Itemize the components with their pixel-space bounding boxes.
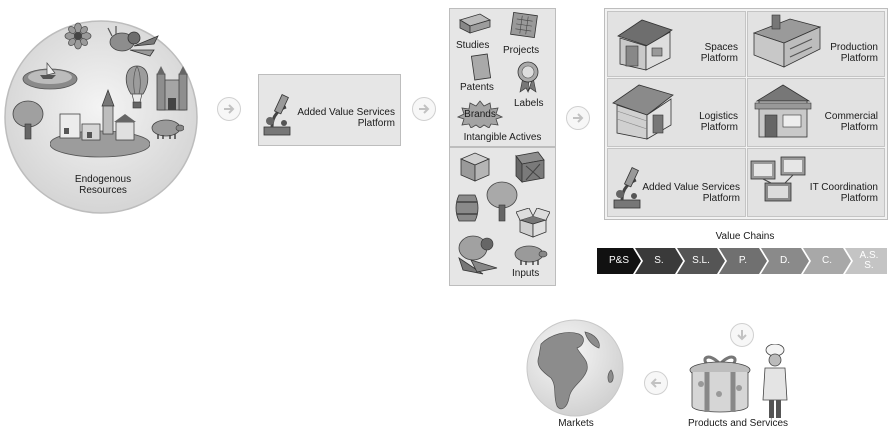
package-box-icon [459,151,491,188]
value-chain-step-label: P. [738,255,748,266]
production-label-line2: Platform [840,53,878,64]
intangible-actives-label: Intangible Actives [463,132,542,143]
microscope-icon [610,166,644,215]
value-chain-step-label: P&S [608,255,629,266]
avs-label-line1: Added Value Services [642,182,740,193]
spaces-label-line2: Platform [700,53,738,64]
balloon-icon [123,64,151,117]
open-box-icon [515,207,551,243]
brands-label: Brands [464,109,496,120]
spaces-platform-label: Spaces Platform [660,42,738,64]
pig-icon [150,118,185,145]
warehouse-icon [611,81,677,146]
it-label-line2: Platform [840,193,878,204]
value-chain-step-ass: A.S. S. [845,248,887,274]
value-chain-step-sl: S.L. [677,248,725,274]
arrow-down-icon [730,323,754,347]
value-chain-step-label: S.L. [692,255,710,266]
production-label-line1: Production [830,42,878,53]
value-chain-step-ps: P&S [597,248,641,274]
shed-icon [612,14,678,77]
patents-document-icon [470,53,492,86]
inputs-label: Inputs [512,268,540,279]
value-chain-step-p: P. [719,248,767,274]
arrow-right-icon [566,106,590,130]
brands-starburst-icon [456,100,504,133]
commercial-label-line2: Platform [840,122,878,133]
value-chains-title: Value Chains [715,231,775,242]
crate-icon [512,150,546,189]
value-chain-bar: P&S S. S.L. P. D. C. A.S. S. [597,248,887,274]
value-chain-step-c: C. [803,248,851,274]
logistics-platform-label: Logistics Platform [660,111,738,133]
products-services-label: Products and Services [687,418,789,429]
commercial-platform-label: Commercial Platform [790,111,878,133]
commercial-label-line1: Commercial [824,111,878,122]
avs-box-line1: Added Value Services [297,107,395,118]
patents-label: Patents [460,82,494,93]
avs-box-label: Added Value Services Platform [288,107,395,129]
computers-icon [749,155,809,210]
tree-icon [485,180,519,227]
value-chain-step-s: S. [635,248,683,274]
endogenous-resources-label: Endogenous Resources [58,174,148,196]
microscope-icon [260,93,294,142]
avs-platform-label: Added Value Services Platform [636,182,740,204]
castle-icon [155,66,189,117]
vegetables-icon [104,26,160,63]
value-chain-step-label: S. [654,255,664,266]
logistics-label-line1: Logistics [699,111,738,122]
it-label-line1: IT Coordination [809,182,878,193]
value-chain-step-label-line1: A.S. [859,250,879,261]
value-chain-step-label: D. [780,255,790,266]
avs-box-line2: Platform [357,118,395,129]
logistics-label-line2: Platform [700,122,738,133]
flower-icon [64,22,92,55]
labels-label: Labels [514,98,544,109]
value-chain-step-label: A.S. S. [851,251,887,277]
arrow-right-icon [217,97,241,121]
tree-icon [11,100,45,145]
value-chain-step-label-line2: S. [864,260,874,271]
value-chain-step-d: D. [761,248,809,274]
pig-icon [512,244,548,271]
chef-icon [760,343,790,425]
labels-rosette-icon [516,61,540,98]
village-icon [49,88,151,163]
gift-box-icon [687,350,753,423]
studies-box-icon [458,12,492,39]
spaces-label-line1: Spaces [704,42,738,53]
globe-icon [521,316,629,425]
studies-label: Studies [456,40,490,51]
it-coordination-platform-label: IT Coordination Platform [790,182,878,204]
lake-boat-icon [22,55,78,96]
vegetables-icon [453,230,503,281]
arrow-right-icon [412,97,436,121]
barrel-icon [455,193,479,228]
projects-blueprint-icon [510,11,538,43]
endogenous-label-line1: Endogenous [74,174,132,185]
avs-label-line2: Platform [702,193,740,204]
factory-icon [750,13,824,74]
production-platform-label: Production Platform [790,42,878,64]
endogenous-label-line2: Resources [79,185,127,196]
shop-icon [751,81,817,146]
arrow-left-icon [644,371,668,395]
projects-label: Projects [503,45,540,56]
markets-label: Markets [558,418,594,429]
value-chain-step-label: C. [822,255,832,266]
